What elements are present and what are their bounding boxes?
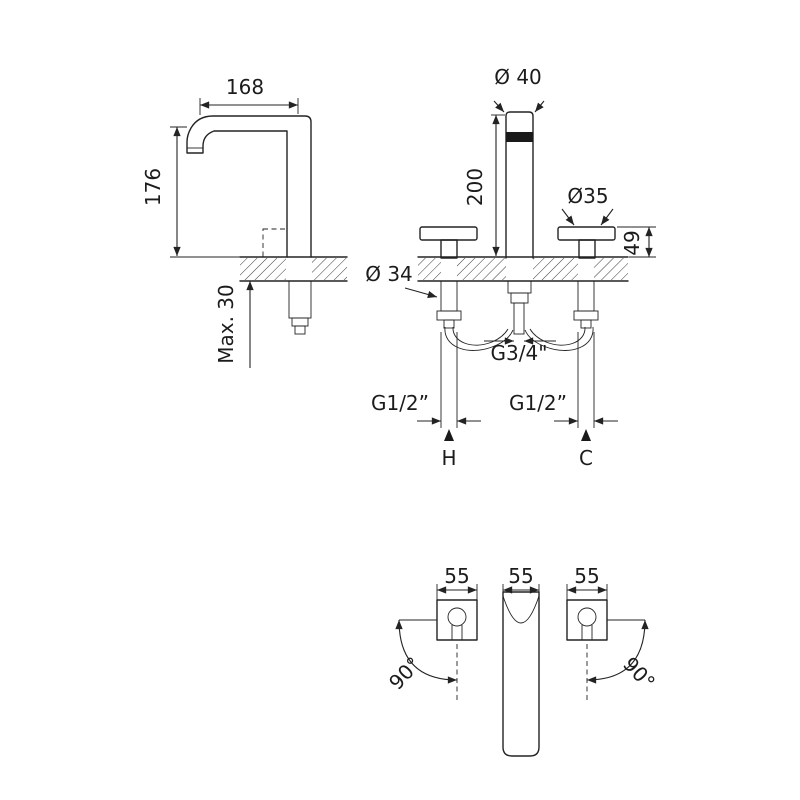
plan-view: 55 55 55 90° bbox=[384, 564, 660, 757]
dim-width-right: 55 bbox=[574, 564, 599, 588]
dim-deck-max: Max. 30 bbox=[214, 284, 238, 364]
shank-side bbox=[288, 280, 312, 335]
hidden-mount-outline bbox=[262, 228, 288, 258]
dim-spout-reach: 168 bbox=[226, 75, 264, 99]
spout-front-outline bbox=[505, 111, 534, 259]
spout-trim-band bbox=[506, 132, 533, 142]
handle-right-front bbox=[557, 226, 616, 259]
dim-handle-diameter: Ø35 bbox=[567, 184, 608, 208]
handle-right-plan bbox=[566, 599, 608, 702]
valve-left bbox=[436, 280, 462, 329]
label-cold: C bbox=[579, 446, 593, 470]
dim-spout-diameter: Ø 40 bbox=[494, 65, 542, 89]
spout-side-outline bbox=[186, 115, 312, 258]
deck-side bbox=[239, 256, 348, 282]
valve-right bbox=[573, 280, 599, 329]
dim-spout-height: 176 bbox=[141, 168, 165, 206]
deck-front bbox=[417, 256, 629, 282]
label-hot-thread: G1/2” bbox=[371, 391, 429, 415]
label-center-thread: G3/4" bbox=[491, 341, 548, 365]
spout-plan bbox=[502, 591, 540, 757]
cold-marker-icon bbox=[581, 429, 591, 441]
dim-handle-height: 49 bbox=[620, 230, 644, 255]
dim-width-left: 55 bbox=[444, 564, 469, 588]
hot-marker-icon bbox=[444, 429, 454, 441]
flex-hoses bbox=[444, 326, 594, 351]
front-view: Ø 40 200 Ø35 49 bbox=[365, 65, 656, 470]
label-hot: H bbox=[441, 446, 456, 470]
handle-left-front bbox=[419, 226, 478, 259]
spout-shank-center bbox=[507, 280, 532, 335]
dim-rotation-left: 90° bbox=[384, 652, 426, 694]
side-view: 168 176 Max. 30 bbox=[141, 75, 348, 368]
dim-spout-h: 200 bbox=[463, 168, 487, 206]
dim-rotation-right: 90° bbox=[618, 652, 660, 694]
handle-left-plan bbox=[436, 599, 478, 702]
dim-width-center: 55 bbox=[508, 564, 533, 588]
dim-hole-diameter: Ø 34 bbox=[365, 262, 413, 286]
label-cold-thread: G1/2” bbox=[509, 391, 567, 415]
